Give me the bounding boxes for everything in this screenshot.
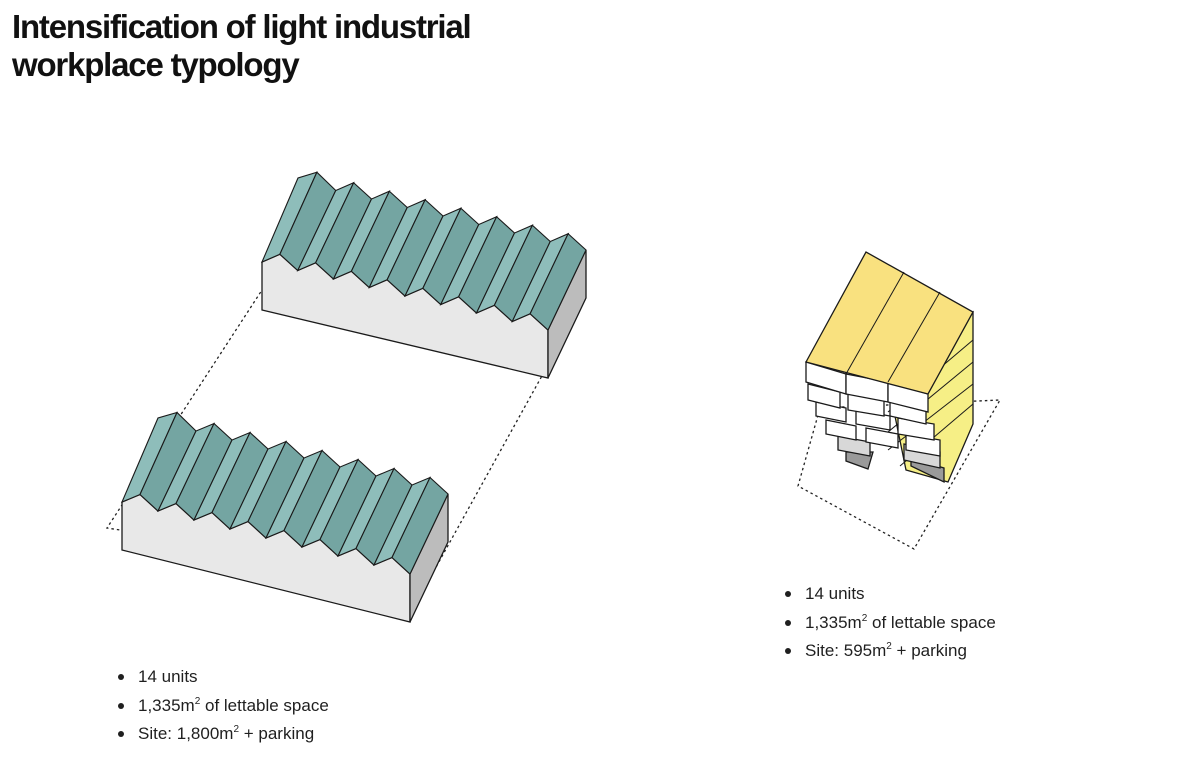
title-line-1: Intensification of light industrial [12,8,472,45]
roof-panel-dark [391,476,449,575]
fact-site-area: Site: 1,800m2 + parking [116,720,329,749]
title-line-2: workplace typology [12,46,300,83]
stacked-unit-fronts [805,361,945,484]
page-title: Intensification of light industrial work… [12,8,572,84]
fact-units: 14 units [116,663,329,692]
low-rise-sawtooth-option [105,171,587,623]
fact-units: 14 units [783,580,996,609]
fact-lettable-space: 1,335m2 of lettable space [783,609,996,638]
left-option-facts: 14 units 1,335m2 of lettable space Site:… [116,663,329,749]
right-option-facts: 14 units 1,335m2 of lettable space Site:… [783,580,996,666]
fact-lettable-space: 1,335m2 of lettable space [116,692,329,721]
sawtooth-shed-lower [120,411,449,623]
sawtooth-shed-upper [260,171,587,379]
roof-panel-dark [529,232,587,331]
site-boundary-compact [797,399,1002,550]
fact-site-area: Site: 595m2 + parking [783,637,996,666]
stacked-units-option [797,251,1002,550]
stack-roof [805,251,974,395]
